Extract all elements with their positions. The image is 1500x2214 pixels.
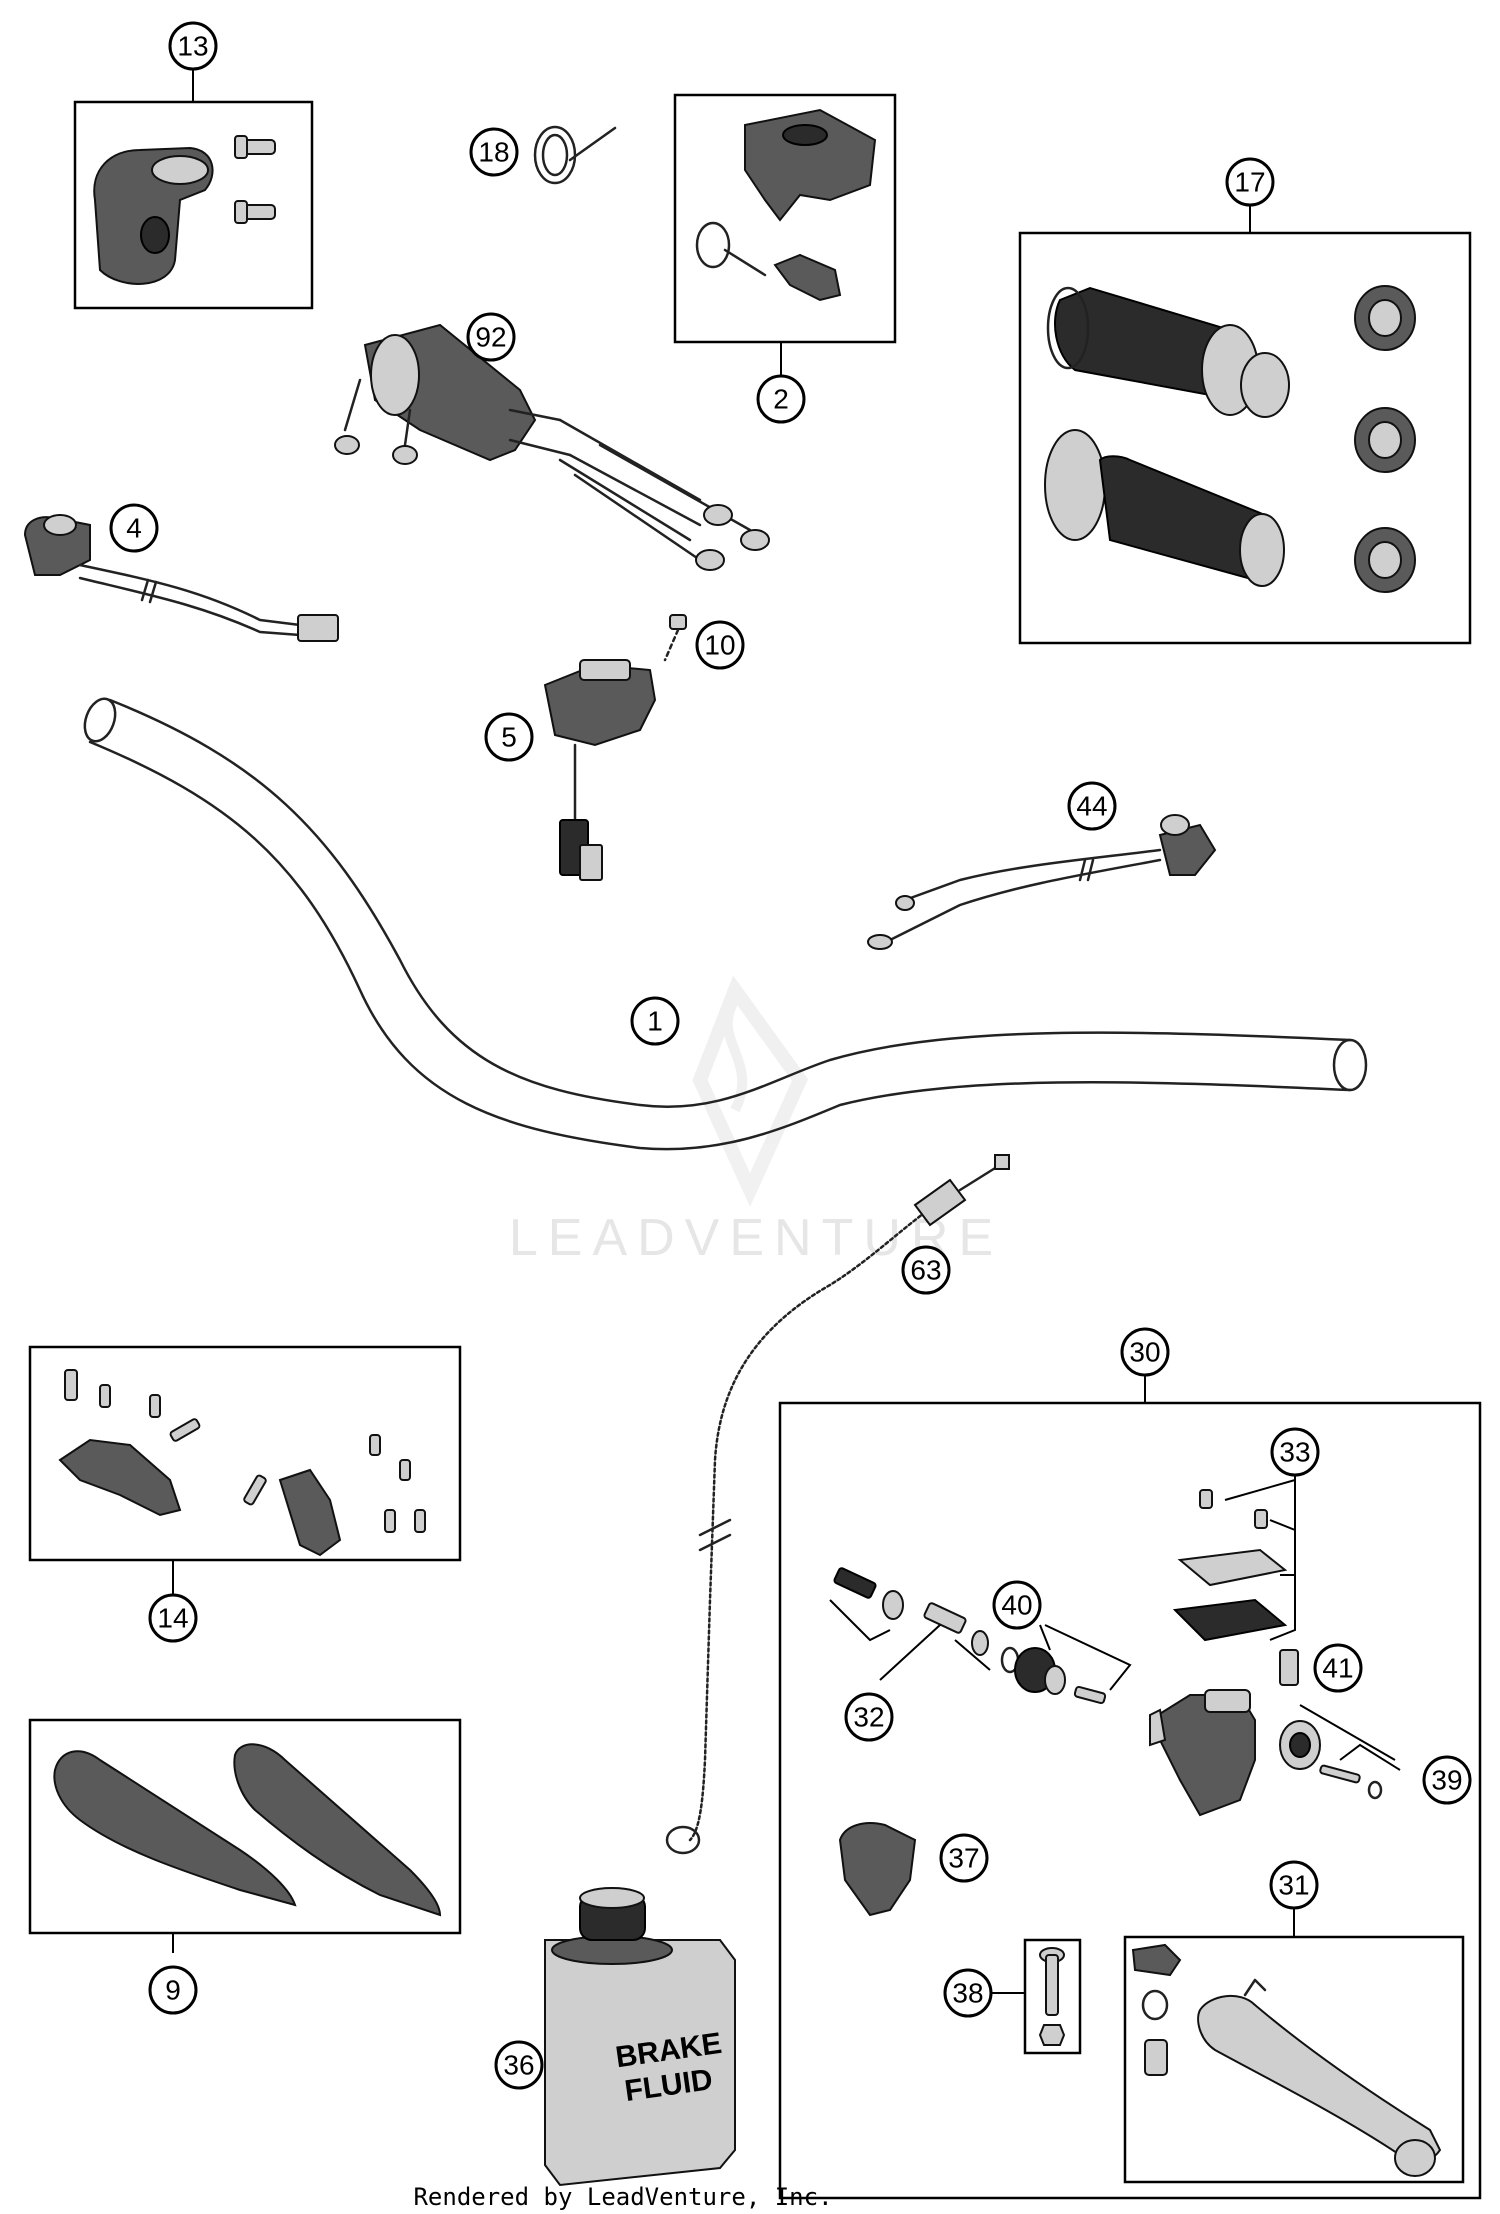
part-63-brake-line bbox=[665, 1154, 1010, 1855]
box-9 bbox=[28, 1718, 462, 1935]
svg-text:37: 37 bbox=[948, 1843, 979, 1874]
part-17-grip-set bbox=[1044, 285, 1416, 593]
part-33-lid-set bbox=[1172, 1445, 1296, 1642]
box-2 bbox=[673, 93, 897, 344]
callout-17: 17 bbox=[1225, 157, 1275, 207]
callout-40: 40 bbox=[992, 1580, 1042, 1630]
svg-text:39: 39 bbox=[1431, 1765, 1462, 1796]
svg-text:18: 18 bbox=[478, 137, 509, 168]
box-14 bbox=[28, 1345, 462, 1562]
callout-1: 1 bbox=[630, 996, 680, 1046]
part-14-bracket-kit bbox=[58, 1369, 426, 1557]
svg-text:32: 32 bbox=[853, 1702, 884, 1733]
callout-31: 31 bbox=[1269, 1860, 1319, 1910]
svg-text:13: 13 bbox=[177, 31, 208, 62]
box-38 bbox=[1023, 1938, 1082, 2055]
callout-30: 30 bbox=[1120, 1327, 1170, 1377]
callout-38: 38 bbox=[943, 1968, 993, 2018]
svg-text:2: 2 bbox=[773, 384, 789, 415]
callout-18: 18 bbox=[469, 127, 519, 177]
callout-4: 4 bbox=[109, 503, 159, 553]
callout-10: 10 bbox=[695, 620, 745, 670]
part-41-screw bbox=[1279, 1649, 1299, 1686]
part-31-lever bbox=[1131, 1943, 1442, 2177]
svg-text:63: 63 bbox=[910, 1255, 941, 1286]
part-37-cover bbox=[838, 1822, 917, 1917]
svg-text:31: 31 bbox=[1278, 1870, 1309, 1901]
part-9-handguards bbox=[53, 1743, 442, 1917]
callout-14: 14 bbox=[148, 1593, 198, 1643]
part-18-cable-tie bbox=[533, 125, 617, 185]
callout-2: 2 bbox=[756, 374, 806, 424]
part-4-switch bbox=[23, 514, 339, 642]
svg-text:92: 92 bbox=[475, 322, 506, 353]
part-2-cover bbox=[695, 108, 877, 302]
part-40-boot-set bbox=[1014, 1624, 1132, 1705]
handlebar bbox=[83, 697, 1368, 1151]
callout-92: 92 bbox=[466, 312, 516, 362]
svg-text:41: 41 bbox=[1322, 1653, 1353, 1684]
callout-41: 41 bbox=[1313, 1643, 1363, 1693]
callout-9: 9 bbox=[148, 1965, 198, 2015]
svg-text:38: 38 bbox=[952, 1978, 983, 2009]
box-17 bbox=[1018, 231, 1472, 645]
svg-text:17: 17 bbox=[1234, 167, 1265, 198]
box-30 bbox=[778, 1401, 1482, 2200]
part-13-throttle-housing bbox=[93, 135, 276, 285]
svg-text:44: 44 bbox=[1076, 791, 1107, 822]
callout-44: 44 bbox=[1067, 781, 1117, 831]
part-5-switch bbox=[543, 659, 657, 881]
svg-text:10: 10 bbox=[704, 630, 735, 661]
part-32-piston-set bbox=[829, 1567, 1020, 1681]
callout-37: 37 bbox=[939, 1833, 989, 1883]
part-39-pin-set bbox=[1299, 1704, 1401, 1800]
svg-text:1: 1 bbox=[647, 1006, 663, 1037]
callout-39: 39 bbox=[1422, 1755, 1472, 1805]
svg-text:4: 4 bbox=[126, 513, 142, 544]
callout-36: 36 bbox=[494, 2040, 544, 2090]
callout-5: 5 bbox=[484, 712, 534, 762]
svg-text:33: 33 bbox=[1279, 1437, 1310, 1468]
svg-text:40: 40 bbox=[1001, 1590, 1032, 1621]
part-master-cylinder-body bbox=[1148, 1689, 1321, 1817]
svg-text:14: 14 bbox=[157, 1603, 188, 1634]
callout-33: 33 bbox=[1270, 1427, 1320, 1477]
part-10-screw bbox=[663, 614, 687, 662]
svg-text:36: 36 bbox=[503, 2050, 534, 2081]
footer-credit: Rendered by LeadVenture, Inc. bbox=[413, 2183, 832, 2211]
svg-text:5: 5 bbox=[501, 722, 517, 753]
svg-text:30: 30 bbox=[1129, 1337, 1160, 1368]
callout-63: 63 bbox=[901, 1245, 951, 1295]
part-44-switch bbox=[867, 814, 1217, 950]
part-92-throttle-cables bbox=[334, 323, 770, 571]
part-38-bolt bbox=[1038, 1947, 1066, 2046]
svg-text:9: 9 bbox=[165, 1975, 181, 2006]
part-36-brake-fluid-can bbox=[544, 1887, 736, 2187]
callout-13: 13 bbox=[168, 21, 218, 71]
callout-32: 32 bbox=[844, 1692, 894, 1742]
